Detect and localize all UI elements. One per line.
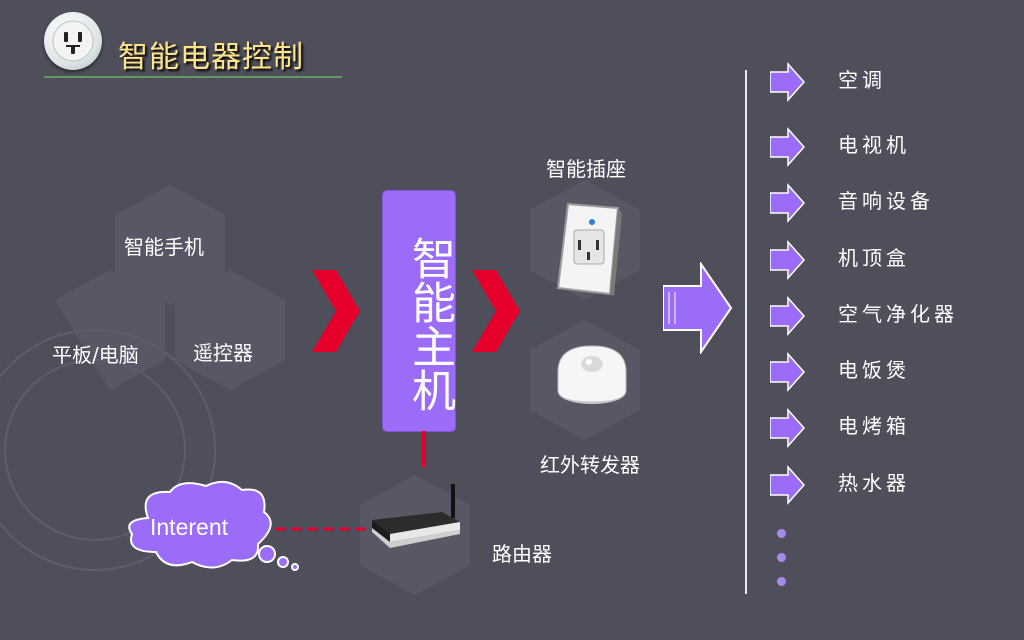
appliance-label: 电视机 xyxy=(838,133,910,157)
router-label: 路由器 xyxy=(492,542,552,566)
smart-hub-label: 智能主机 xyxy=(404,236,455,412)
appliance-label: 机顶盒 xyxy=(838,246,910,270)
title-bar: 智能电器控制 xyxy=(44,12,344,82)
appliance-item: 空调 xyxy=(770,62,1020,102)
hub-router-connector xyxy=(422,431,426,467)
right-chevron-arrow-icon xyxy=(472,270,520,352)
smart-socket-image xyxy=(556,202,622,296)
title-underline xyxy=(44,76,342,78)
appliance-item: 音响设备 xyxy=(770,183,1020,223)
appliance-item: 电烤箱 xyxy=(770,408,1020,448)
smart-hub-box xyxy=(383,191,455,431)
router-image xyxy=(372,484,460,548)
input-remote-label: 遥控器 xyxy=(193,341,253,365)
appliance-label: 空气净化器 xyxy=(838,302,958,326)
appliance-item: 电饭煲 xyxy=(770,352,1020,392)
appliance-item: 空气净化器 xyxy=(770,296,1020,336)
ellipsis-dot xyxy=(777,529,786,538)
left-chevron-arrow-icon xyxy=(312,270,360,352)
appliance-item: 机顶盒 xyxy=(770,240,1020,280)
purple-arrow-icon xyxy=(770,62,806,102)
purple-arrow-icon xyxy=(770,127,806,167)
purple-arrow-icon xyxy=(770,183,806,223)
appliance-label: 电饭煲 xyxy=(838,358,910,382)
cloud-icon xyxy=(128,480,299,571)
appliance-item: 热水器 xyxy=(770,465,1020,505)
appliance-label: 热水器 xyxy=(838,471,910,495)
appliance-label: 电烤箱 xyxy=(838,414,910,438)
big-right-arrow-icon xyxy=(663,262,733,354)
socket-icon xyxy=(44,12,102,70)
ir-transmitter-image xyxy=(557,345,627,404)
appliance-label: 空调 xyxy=(838,68,886,92)
cloud-label: Interent xyxy=(150,514,228,540)
appliance-item: 电视机 xyxy=(770,127,1020,167)
purple-arrow-icon xyxy=(770,296,806,336)
vertical-divider xyxy=(745,70,747,594)
purple-arrow-icon xyxy=(770,408,806,448)
cloud-router-dashed-line xyxy=(276,527,374,531)
ellipsis-dot xyxy=(777,553,786,562)
ir-transmitter-label: 红外转发器 xyxy=(540,453,640,477)
smart-socket-label: 智能插座 xyxy=(546,157,626,181)
purple-arrow-icon xyxy=(770,240,806,280)
input-smartphone-label: 智能手机 xyxy=(124,235,204,259)
purple-arrow-icon xyxy=(770,465,806,505)
input-tablet-label: 平板/电脑 xyxy=(52,343,139,367)
appliance-label: 音响设备 xyxy=(838,189,934,213)
page-title: 智能电器控制 xyxy=(118,40,304,75)
purple-arrow-icon xyxy=(770,352,806,392)
ellipsis-dot xyxy=(777,577,786,586)
